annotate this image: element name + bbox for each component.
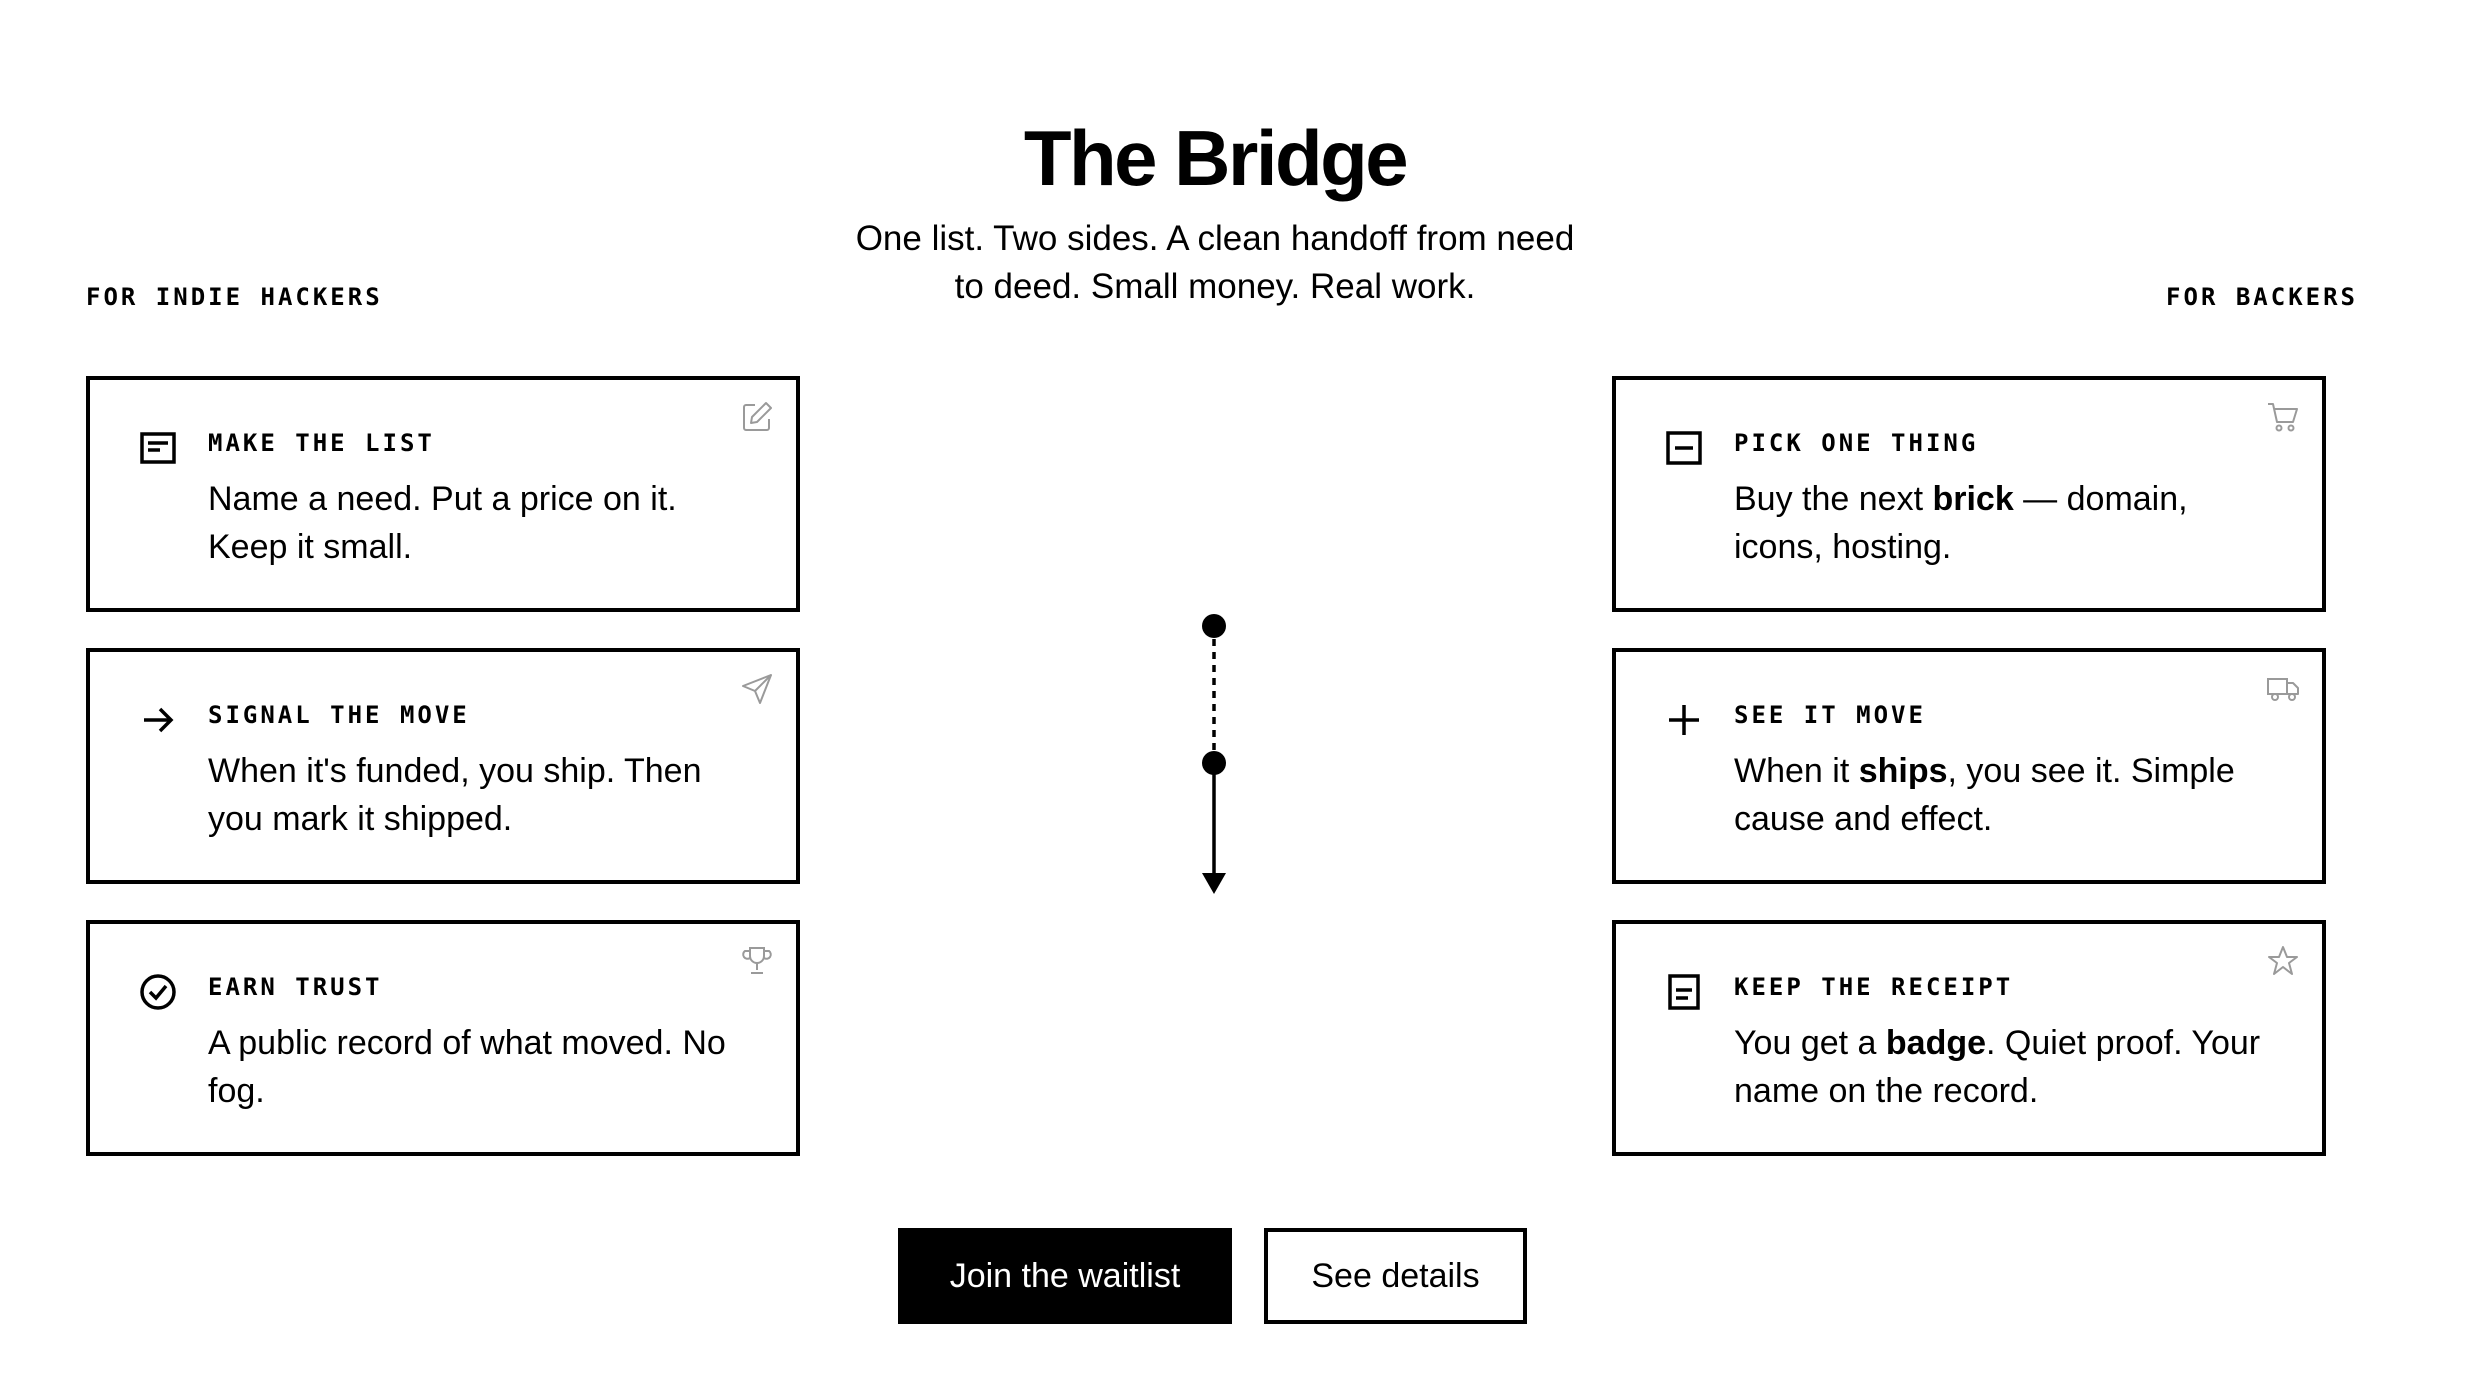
side-label-backers: FOR BACKERS [2166, 283, 2358, 311]
card-title: EARN TRUST [208, 973, 383, 1001]
plus-icon [1669, 705, 1699, 735]
see-details-button[interactable]: See details [1264, 1228, 1527, 1324]
card-body: When it ships, you see it. Simple cause … [1734, 752, 2235, 838]
receipt-icon [1668, 974, 1700, 1010]
star-icon [2268, 946, 2298, 975]
cart-icon [2268, 403, 2298, 432]
side-label-indie-hackers: FOR INDIE HACKERS [86, 283, 383, 311]
card-earn-trust: EARN TRUST A public record of what moved… [86, 920, 800, 1156]
card-signal-the-move: SIGNAL THE MOVE When it's funded, you sh… [86, 648, 800, 884]
minus-box-icon [1666, 431, 1702, 465]
join-waitlist-button[interactable]: Join the waitlist [898, 1228, 1232, 1324]
card-see-it-move: SEE IT MOVE When it ships, you see it. S… [1612, 648, 2326, 884]
truck-icon [2267, 678, 2299, 701]
arrow-right-icon [144, 707, 174, 733]
card-body: When it's funded, you ship. Then you mar… [208, 752, 702, 838]
card-body: Name a need. Put a price on it. Keep it … [208, 480, 677, 566]
edit-icon [743, 402, 772, 431]
card-title: SEE IT MOVE [1734, 701, 1926, 729]
connector-arrowhead-icon [1202, 873, 1226, 894]
card-title: SIGNAL THE MOVE [208, 701, 470, 729]
list-icon [140, 432, 176, 464]
card-body: You get a badge. Quiet proof. Your name … [1734, 1024, 2261, 1110]
card-pick-one-thing: PICK ONE THING Buy the next brick — doma… [1612, 376, 2326, 612]
trophy-icon [742, 947, 772, 974]
page-title: The Bridge [1023, 114, 1409, 202]
card-body: Buy the next brick — domain, icons, host… [1734, 480, 2188, 566]
handoff-connector [1202, 614, 1226, 894]
card-title: PICK ONE THING [1734, 429, 1979, 457]
page-subtitle: One list. Two sides. A clean handoff fro… [855, 219, 1575, 306]
card-make-the-list: MAKE THE LIST Name a need. Put a price o… [86, 376, 800, 612]
card-title: KEEP THE RECEIPT [1734, 973, 2014, 1001]
card-body: A public record of what moved. No fog. [208, 1024, 726, 1110]
card-keep-the-receipt: KEEP THE RECEIPT You get a badge. Quiet … [1612, 920, 2326, 1156]
check-circle-icon [140, 974, 176, 1010]
card-title: MAKE THE LIST [208, 429, 435, 457]
connector-top-node [1202, 614, 1226, 638]
send-icon [742, 674, 772, 704]
